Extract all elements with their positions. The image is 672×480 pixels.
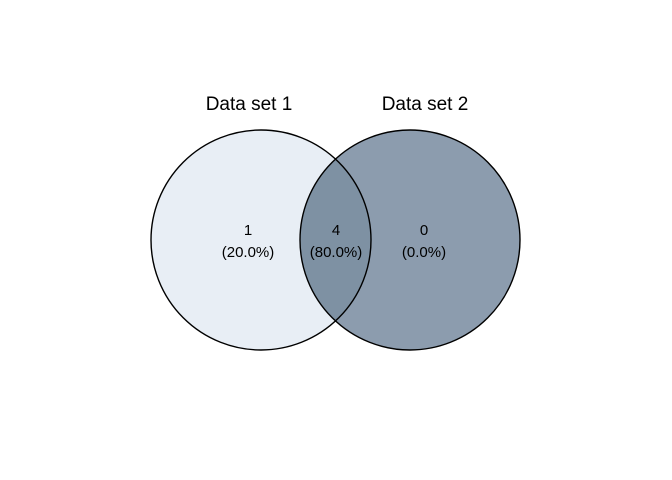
- set1-title: Data set 1: [206, 94, 293, 115]
- intersection-percent: (80.0%): [310, 244, 363, 261]
- set2-circle-outline: [299, 129, 521, 351]
- set1-only-percent: (20.0%): [222, 244, 275, 261]
- intersection-region-fill: [300, 159, 371, 321]
- set2-only-count: 0: [420, 222, 428, 239]
- set2-only-percent: (0.0%): [402, 244, 446, 261]
- set1-only-count: 1: [244, 222, 252, 239]
- set1-circle-outline: [150, 129, 372, 351]
- set2-title: Data set 2: [382, 94, 469, 115]
- intersection-count: 4: [332, 222, 340, 239]
